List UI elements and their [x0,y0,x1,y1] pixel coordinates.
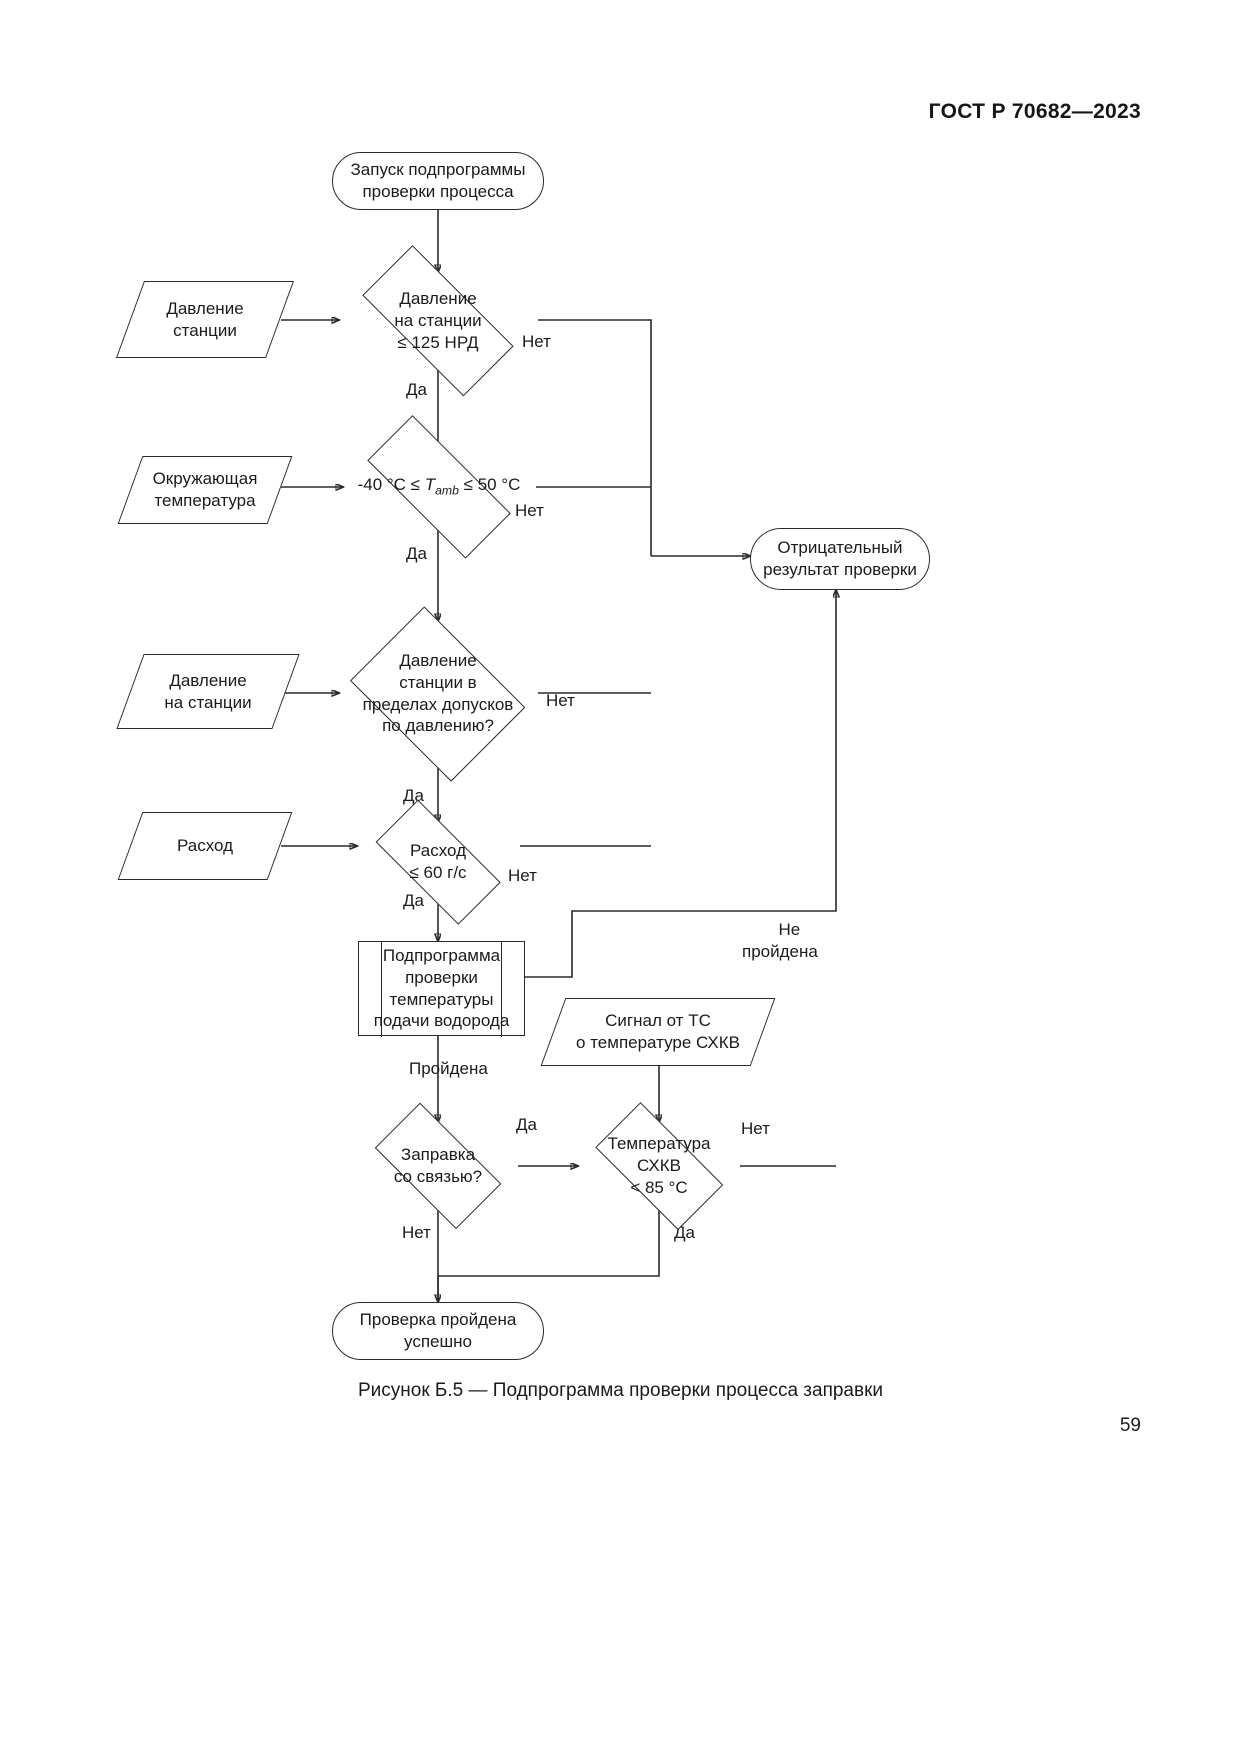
edge-label-yes-1: Да [406,380,427,399]
edge-label-no-schkv: Нет [741,1119,770,1138]
page-number: 59 [1119,1415,1141,1436]
edge-label-passed: Пройдена [409,1059,488,1078]
temp-range-expression: -40 °C ≤ Tamb ≤ 50 °C [357,475,521,498]
edge-label-yes-comm: Да [516,1115,537,1134]
edge-label-no-comm: Нет [402,1223,431,1242]
standard-header: ГОСТ Р 70682—2023 [928,100,1141,123]
edge-label-no-4: Нет [508,866,537,885]
figure-caption: Рисунок Б.5 — Подпрограмма проверки проц… [357,1380,884,1401]
edge-label-yes-4: Да [403,891,424,910]
node-input-flow: Расход [117,812,293,880]
edge-label-no-1: Нет [522,332,551,351]
node-input-flow-label: Расход [176,836,234,856]
node-decision-ambient-temp-label: -40 °C ≤ Tamb ≤ 50 °C [352,474,527,499]
node-decision-flow-label: Расход≤ 60 г/с [409,841,467,882]
node-decision-flow: Расход≤ 60 г/с [357,799,519,925]
edge-label-no-2: Нет [515,501,544,520]
node-decision-ambient-temp: -40 °C ≤ Tamb ≤ 50 °C [342,415,536,559]
edge-label-no-3: Нет [546,691,575,710]
edge-label-yes-2: Да [406,544,427,563]
